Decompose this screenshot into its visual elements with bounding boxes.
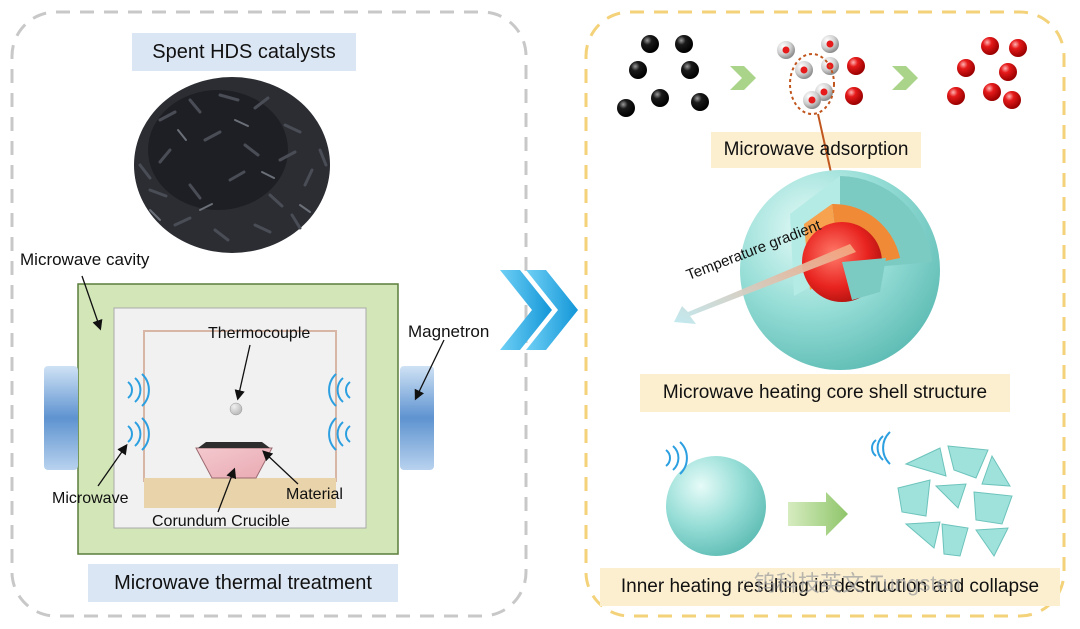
left-panel-graphics bbox=[10, 10, 528, 618]
spent-hds-title-text: Spent HDS catalysts bbox=[152, 40, 336, 63]
right-panel-border bbox=[584, 10, 1066, 618]
watermark-text: 钨科技英文 Tungsten bbox=[753, 571, 961, 596]
microwave-label: Microwave bbox=[52, 490, 129, 507]
thermocouple-label: Thermocouple bbox=[208, 325, 311, 342]
core-shell-label: Microwave heating core shell structure bbox=[640, 374, 1010, 412]
crucible-label: Corundum Crucible bbox=[152, 513, 290, 530]
adsorption-label-bg bbox=[711, 132, 921, 168]
green-chevron-icon-2 bbox=[892, 66, 918, 90]
thermal-treatment-caption-text: Microwave thermal treatment bbox=[114, 571, 372, 594]
adsorption-label-text: Microwave adsorption bbox=[723, 139, 909, 160]
green-chevron-icon-1 bbox=[730, 66, 756, 90]
collapse-label-bg bbox=[600, 568, 1060, 606]
watermark: ◌钨科技英文 Tungsten bbox=[738, 566, 961, 598]
core-shell-label-text: Microwave heating core shell structure bbox=[662, 382, 988, 403]
temperature-gradient-arrow bbox=[674, 244, 856, 324]
collapsed-sphere-fragments bbox=[871, 431, 1013, 557]
selection-ellipse bbox=[789, 53, 835, 115]
thermocouple-ball bbox=[229, 402, 243, 416]
adsorption-label: Microwave adsorption bbox=[711, 132, 921, 168]
material-label: Material bbox=[286, 486, 343, 503]
catalyst-pile-image bbox=[134, 77, 330, 253]
magnetron-label: Magnetron bbox=[408, 322, 490, 341]
mixed-particles bbox=[777, 35, 865, 115]
magnetron-left bbox=[44, 366, 78, 470]
microwave-wave-icons bbox=[127, 373, 351, 451]
core-shell-sphere bbox=[740, 170, 940, 370]
magnetron-right bbox=[400, 366, 434, 470]
right-panel-graphics bbox=[584, 10, 1066, 618]
collapse-label: Inner heating resulting in destruction a… bbox=[600, 568, 1060, 606]
red-particles bbox=[947, 37, 1027, 109]
thermal-treatment-caption: Microwave thermal treatment bbox=[88, 564, 398, 602]
collapse-label-text: Inner heating resulting in destruction a… bbox=[620, 576, 1040, 597]
spent-hds-title: Spent HDS catalysts bbox=[132, 33, 356, 71]
microwave-cavity-label: Microwave cavity bbox=[20, 250, 150, 269]
green-right-arrow bbox=[788, 492, 848, 536]
intact-sphere bbox=[665, 441, 766, 556]
material-layer bbox=[198, 442, 270, 448]
black-particles bbox=[617, 35, 709, 117]
right-panel: Microwave adsorption Temperature gradien… bbox=[580, 0, 1080, 629]
sand-base bbox=[144, 478, 336, 508]
left-panel: Spent HDS catalysts Microwave cavity Mag… bbox=[10, 10, 528, 618]
wechat-icon: ◌ bbox=[738, 574, 750, 596]
core-shell-label-bg bbox=[640, 374, 1010, 412]
